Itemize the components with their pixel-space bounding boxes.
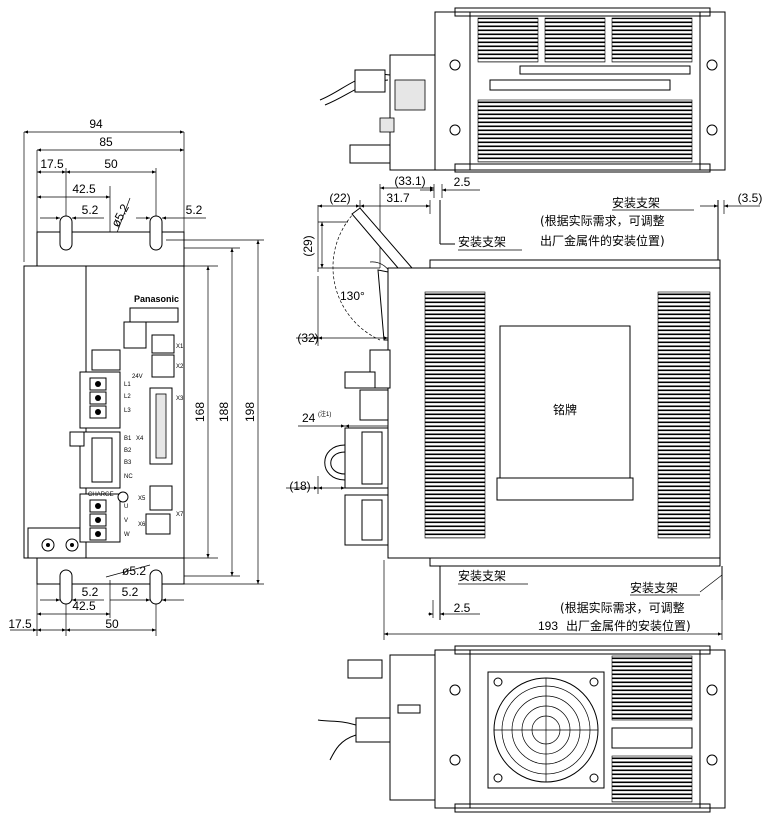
label-b2: B2 — [124, 448, 132, 454]
bracket-top-right-line2: 出厂金属件的安装位置) — [540, 233, 665, 248]
dim-188: 188 — [217, 402, 231, 422]
dim-50-bottom: 50 — [105, 617, 119, 631]
label-b3: B3 — [124, 460, 132, 466]
bracket-top-label: 安装支架 — [458, 234, 506, 249]
label-x5: X5 — [138, 496, 146, 502]
label-x1: X1 — [176, 344, 184, 350]
bracket-bottom-right-line1: (根据实际需求，可调整 — [560, 600, 685, 615]
dim-130: 130° — [340, 289, 365, 303]
dim-42-5-bottom: 42.5 — [72, 599, 96, 613]
dim-3-5: (3.5) — [738, 191, 763, 205]
label-x2: X2 — [176, 364, 184, 370]
bracket-bottom-right-line2: 出厂金属件的安装位置) — [566, 618, 691, 633]
front-view: 94 85 17.5 50 42.5 5.2 5.2 ø5.2 — [8, 117, 264, 636]
label-l1: L1 — [124, 382, 131, 388]
dim-193: 193 — [538, 619, 558, 633]
dim-phi-top: ø5.2 — [108, 201, 132, 229]
dim-phi-bottom: ø5.2 — [122, 564, 146, 578]
label-x7: X7 — [176, 512, 184, 518]
brand-logo: Panasonic — [134, 294, 179, 304]
label-x6: X6 — [138, 522, 146, 528]
dim-18: (18) — [289, 479, 310, 493]
dim-42-5-top: 42.5 — [72, 182, 96, 196]
label-b1: B1 — [124, 436, 132, 442]
dim-94: 94 — [89, 117, 103, 131]
dim-32: (32) — [297, 331, 318, 345]
bracket-top-right-title: 安装支架 — [612, 195, 660, 210]
bracket-bottom-label: 安装支架 — [458, 568, 506, 583]
label-x4: X4 — [136, 436, 144, 442]
label-u: U — [124, 504, 128, 510]
top-view — [319, 7, 726, 173]
label-v: V — [124, 518, 128, 524]
label-charge: CHARGE — [88, 492, 114, 498]
dim-168: 168 — [193, 402, 207, 422]
label-l3: L3 — [124, 408, 131, 414]
nameplate-label: 铭牌 — [553, 402, 577, 417]
label-24v: 24V — [132, 374, 143, 380]
dim-2-5-top: 2.5 — [454, 175, 471, 189]
dim-22: (22) — [329, 191, 350, 205]
dim-17-5-bottom: 17.5 — [8, 617, 32, 631]
bracket-bottom-right-title: 安装支架 — [630, 580, 678, 595]
dim-85: 85 — [99, 135, 113, 149]
dim-5-2-top-left: 5.2 — [82, 203, 99, 217]
label-l2: L2 — [124, 394, 131, 400]
dim-31-7: 31.7 — [386, 191, 410, 205]
dim-5-2-bottom-right: 5.2 — [122, 585, 139, 599]
bottom-view — [317, 645, 726, 813]
dim-2-5-bottom: 2.5 — [454, 601, 471, 615]
label-nc: NC — [124, 474, 133, 480]
dim-5-2-top-right: 5.2 — [186, 203, 203, 217]
dim-33-1: (33.1) — [394, 174, 425, 188]
note-1: (注1) — [318, 410, 331, 418]
dim-17-5-top: 17.5 — [40, 157, 64, 171]
dim-24: 24 — [302, 411, 316, 425]
side-view: (33.1) 2.5 (22) 31.7 (29) 130° (32) 安装支架 — [286, 174, 762, 640]
label-x3: X3 — [176, 396, 184, 402]
dim-198: 198 — [243, 402, 257, 422]
dim-29: (29) — [301, 235, 315, 256]
bracket-top-right-line1: (根据实际需求，可调整 — [540, 213, 665, 228]
label-w: W — [124, 532, 130, 538]
dim-5-2-bottom-left: 5.2 — [82, 585, 99, 599]
dim-50-top: 50 — [104, 157, 118, 171]
